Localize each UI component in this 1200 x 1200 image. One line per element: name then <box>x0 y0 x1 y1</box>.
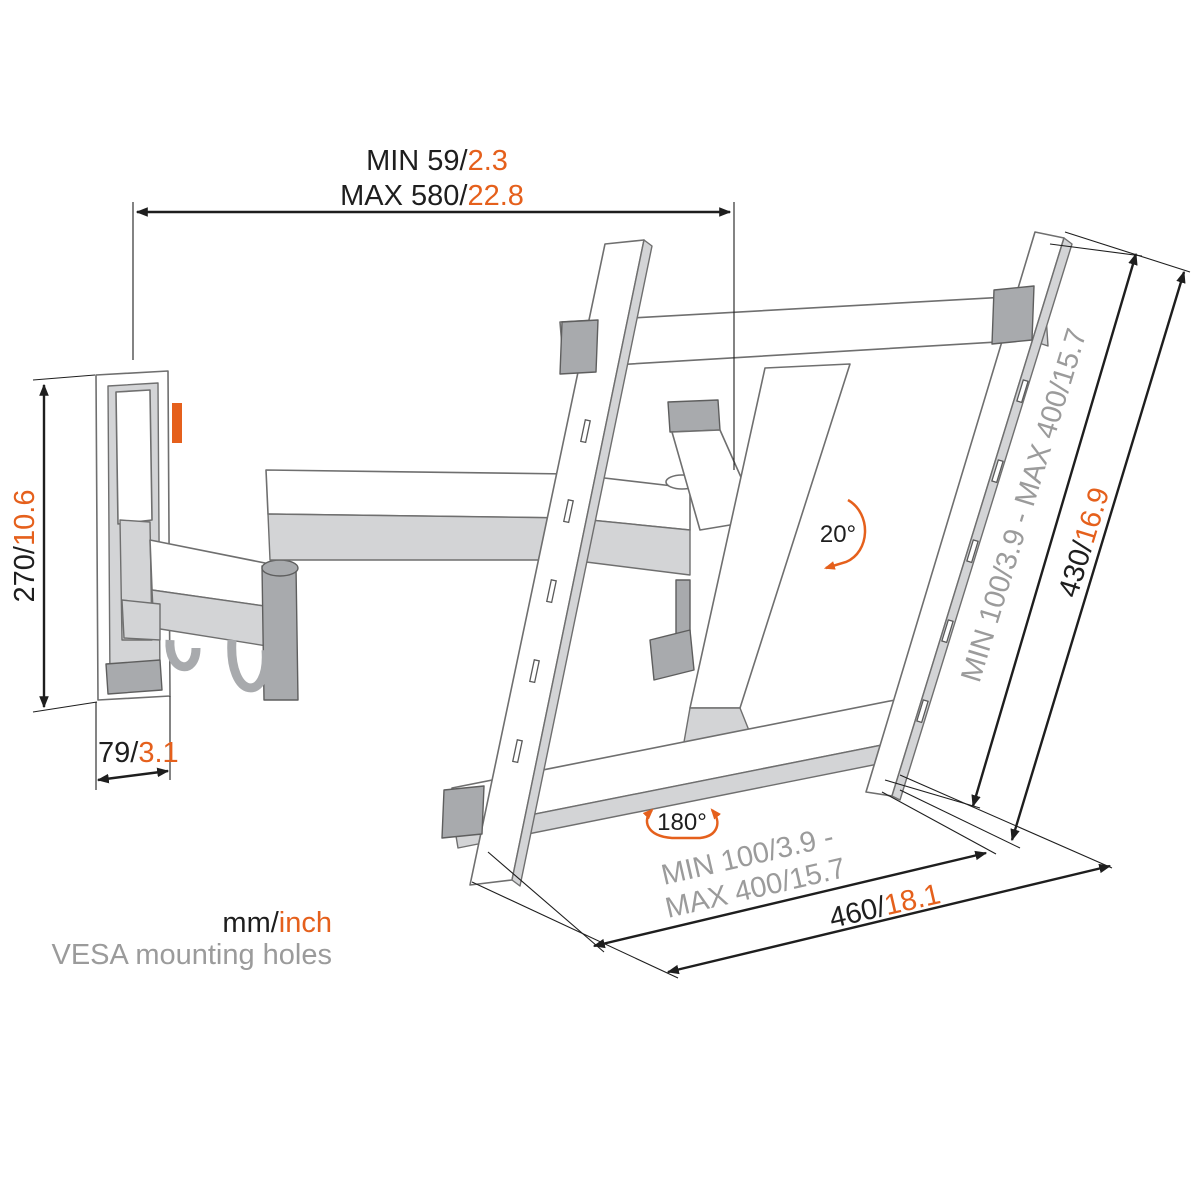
wall-plate-height-label: 270/10.6 <box>9 490 41 603</box>
wall-plate-width-label: 79/3.1 <box>98 737 179 769</box>
depth-dimension: MIN 59/2.3 MAX 580/22.8 <box>132 145 735 470</box>
depth-min-label: MIN 59/2.3 <box>366 145 508 177</box>
tilt-indicator: 20° <box>820 498 867 570</box>
left-vesa-rail <box>441 239 653 887</box>
wall-plate-width-dimension: 79/3.1 <box>95 696 179 790</box>
depth-max-label: MAX 580/22.8 <box>340 180 524 212</box>
tilt-label: 20° <box>820 521 856 548</box>
release-tab <box>172 403 182 443</box>
legend: mm/inch VESA mounting holes <box>51 907 332 971</box>
units-label: mm/inch <box>222 907 332 939</box>
rotate-arrows-icon <box>642 808 722 840</box>
tilt-arrow-icon <box>823 498 867 570</box>
outer-arm <box>265 469 699 681</box>
inner-arm <box>119 519 299 701</box>
wall-plate-height-dimension: 270/10.6 <box>9 374 98 713</box>
rotate-label: 180° <box>657 809 707 836</box>
rotate-indicator: 180° <box>642 808 722 840</box>
vesa-note: VESA mounting holes <box>51 939 332 971</box>
tilt-head <box>667 363 851 743</box>
